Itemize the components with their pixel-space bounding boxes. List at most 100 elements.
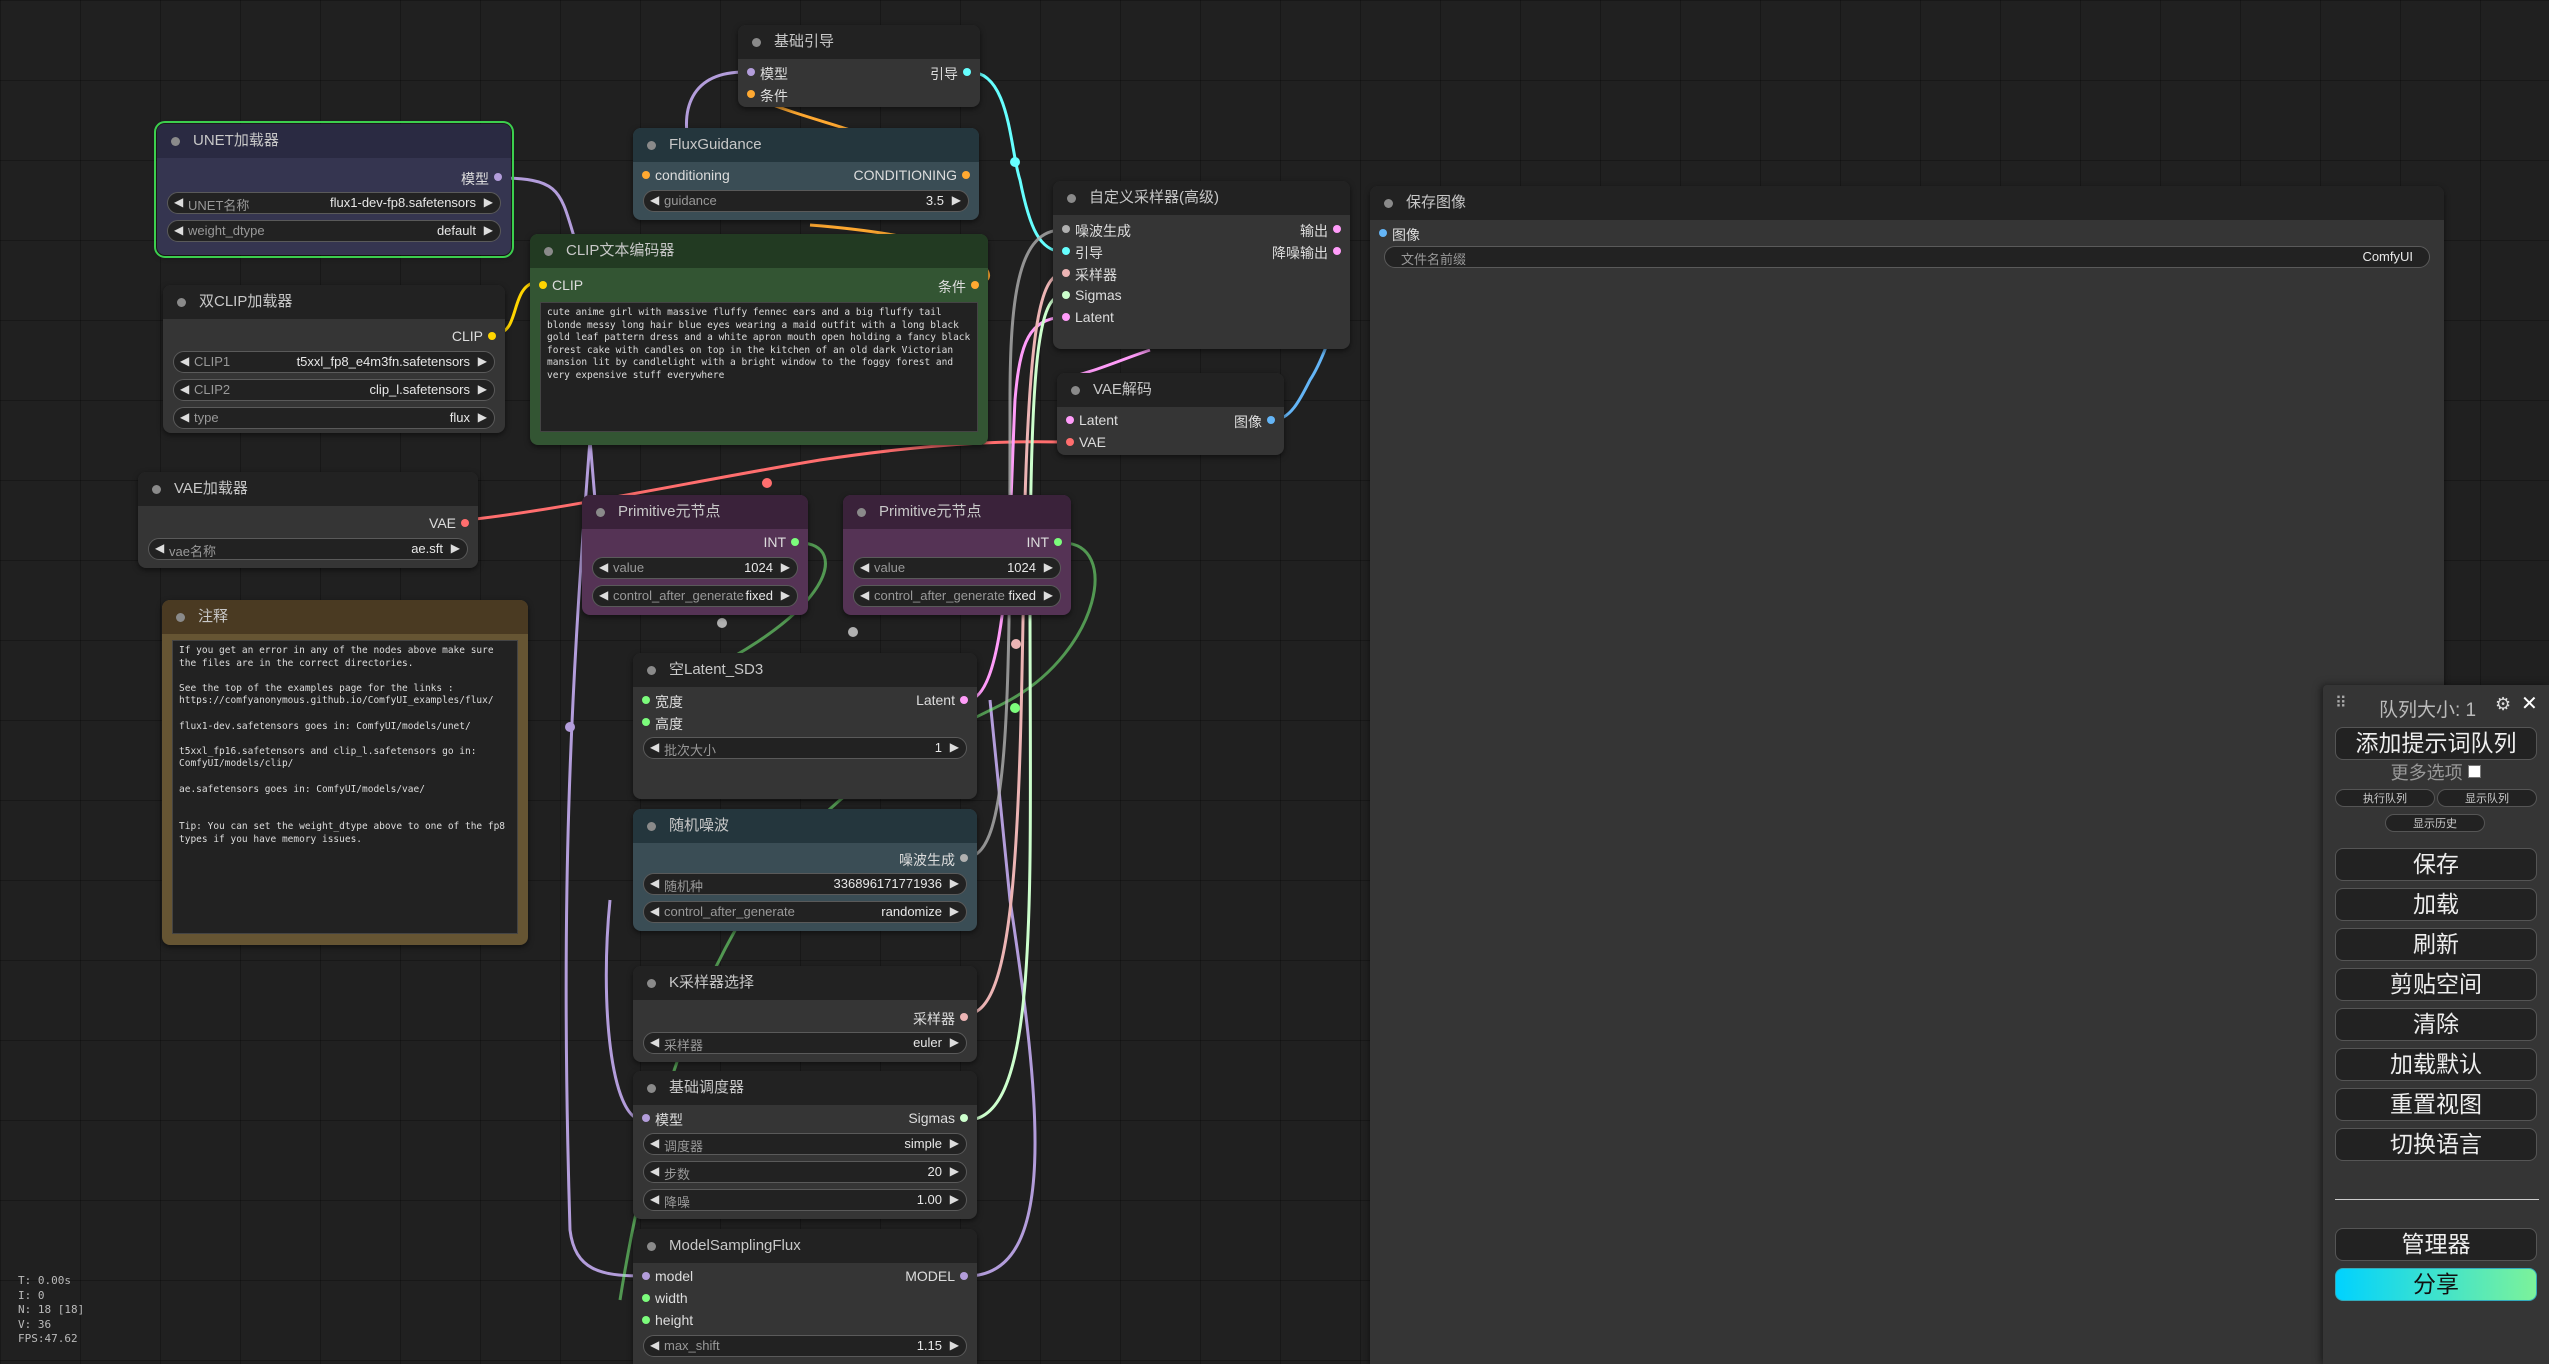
prompt-textarea[interactable]: cute anime girl with massive fluffy fenn… — [540, 302, 978, 432]
refresh-button[interactable]: 刷新 — [2335, 928, 2537, 961]
output-socket-image[interactable] — [1267, 416, 1275, 424]
output-socket-clip[interactable] — [488, 332, 496, 340]
output-socket-latent[interactable] — [960, 696, 968, 704]
collapse-dot-icon[interactable] — [647, 1242, 656, 1251]
collapse-dot-icon[interactable] — [177, 298, 186, 307]
collapse-dot-icon[interactable] — [857, 508, 866, 517]
input-socket-image[interactable] — [1379, 229, 1387, 237]
node-title-bar[interactable]: Primitive元节点 — [582, 495, 808, 529]
collapse-dot-icon[interactable] — [596, 508, 605, 517]
node-title-bar[interactable]: ModelSamplingFlux — [633, 1229, 977, 1263]
close-icon[interactable]: ✕ — [2521, 693, 2538, 715]
arrow-left-icon[interactable]: ◀ — [650, 193, 660, 207]
output-socket-conditioning[interactable] — [962, 171, 970, 179]
output-socket-conditioning[interactable] — [971, 281, 979, 289]
node-title-bar[interactable]: UNET加载器 — [157, 124, 511, 158]
share-button[interactable]: 分享 — [2335, 1268, 2537, 1301]
input-socket-height[interactable] — [642, 1316, 650, 1324]
node-title-bar[interactable]: 自定义采样器(高级) — [1053, 181, 1350, 215]
arrow-left-icon[interactable]: ◀ — [180, 382, 190, 396]
node-note[interactable]: 注释 If you get an error in any of the nod… — [162, 600, 528, 945]
output-socket-model[interactable] — [494, 173, 502, 181]
node-title-bar[interactable]: 保存图像 — [1370, 186, 2444, 220]
reset-view-button[interactable]: 重置视图 — [2335, 1088, 2537, 1121]
clear-button[interactable]: 清除 — [2335, 1008, 2537, 1041]
load-default-button[interactable]: 加载默认 — [2335, 1048, 2537, 1081]
arrow-right-icon[interactable]: ▶ — [780, 588, 790, 602]
arrow-right-icon[interactable]: ▶ — [949, 740, 959, 754]
collapse-dot-icon[interactable] — [1071, 386, 1080, 395]
collapse-dot-icon[interactable] — [171, 137, 180, 146]
input-socket-model[interactable] — [747, 68, 755, 76]
collapse-dot-icon[interactable] — [1384, 199, 1393, 208]
node-title-bar[interactable]: 空Latent_SD3 — [633, 653, 977, 687]
arrow-right-icon[interactable]: ▶ — [477, 382, 487, 396]
arrow-right-icon[interactable]: ▶ — [1043, 560, 1053, 574]
input-socket-sampler[interactable] — [1062, 269, 1070, 277]
manager-button[interactable]: 管理器 — [2335, 1228, 2537, 1261]
output-socket-int[interactable] — [791, 538, 799, 546]
arrow-left-icon[interactable]: ◀ — [650, 1338, 660, 1352]
arrow-right-icon[interactable]: ▶ — [1043, 588, 1053, 602]
collapse-dot-icon[interactable] — [1067, 194, 1076, 203]
input-socket-height[interactable] — [642, 718, 650, 726]
arrow-left-icon[interactable]: ◀ — [650, 1136, 660, 1150]
arrow-left-icon[interactable]: ◀ — [650, 740, 660, 754]
input-socket-conditioning[interactable] — [642, 171, 650, 179]
node-title-bar[interactable]: FluxGuidance — [633, 128, 979, 162]
arrow-right-icon[interactable]: ▶ — [780, 560, 790, 574]
input-socket-model[interactable] — [642, 1114, 650, 1122]
collapse-dot-icon[interactable] — [152, 485, 161, 494]
node-title-bar[interactable]: K采样器选择 — [633, 966, 977, 1000]
arrow-right-icon[interactable]: ▶ — [483, 223, 493, 237]
node-title-bar[interactable]: 基础引导 — [738, 25, 980, 59]
arrow-left-icon[interactable]: ◀ — [650, 1192, 660, 1206]
output-socket-int[interactable] — [1054, 538, 1062, 546]
output-socket-sigmas[interactable] — [960, 1114, 968, 1122]
input-socket-conditioning[interactable] — [747, 90, 755, 98]
input-socket-latent[interactable] — [1062, 313, 1070, 321]
input-socket-width[interactable] — [642, 696, 650, 704]
arrow-left-icon[interactable]: ◀ — [180, 354, 190, 368]
queue-prompt-button[interactable]: 添加提示词队列 — [2335, 727, 2537, 760]
output-socket-guider[interactable] — [963, 68, 971, 76]
input-socket-clip[interactable] — [539, 281, 547, 289]
clipspace-button[interactable]: 剪贴空间 — [2335, 968, 2537, 1001]
note-textarea[interactable]: If you get an error in any of the nodes … — [172, 640, 518, 934]
collapse-dot-icon[interactable] — [647, 979, 656, 988]
arrow-right-icon[interactable]: ▶ — [477, 410, 487, 424]
output-socket-latent[interactable] — [1333, 225, 1341, 233]
arrow-left-icon[interactable]: ◀ — [650, 1035, 660, 1049]
input-socket-noise[interactable] — [1062, 225, 1070, 233]
node-title-bar[interactable]: 双CLIP加载器 — [163, 285, 505, 319]
output-socket-model[interactable] — [960, 1272, 968, 1280]
arrow-right-icon[interactable]: ▶ — [450, 541, 460, 555]
arrow-left-icon[interactable]: ◀ — [860, 588, 870, 602]
arrow-right-icon[interactable]: ▶ — [949, 1338, 959, 1352]
arrow-right-icon[interactable]: ▶ — [477, 354, 487, 368]
arrow-right-icon[interactable]: ▶ — [949, 1035, 959, 1049]
